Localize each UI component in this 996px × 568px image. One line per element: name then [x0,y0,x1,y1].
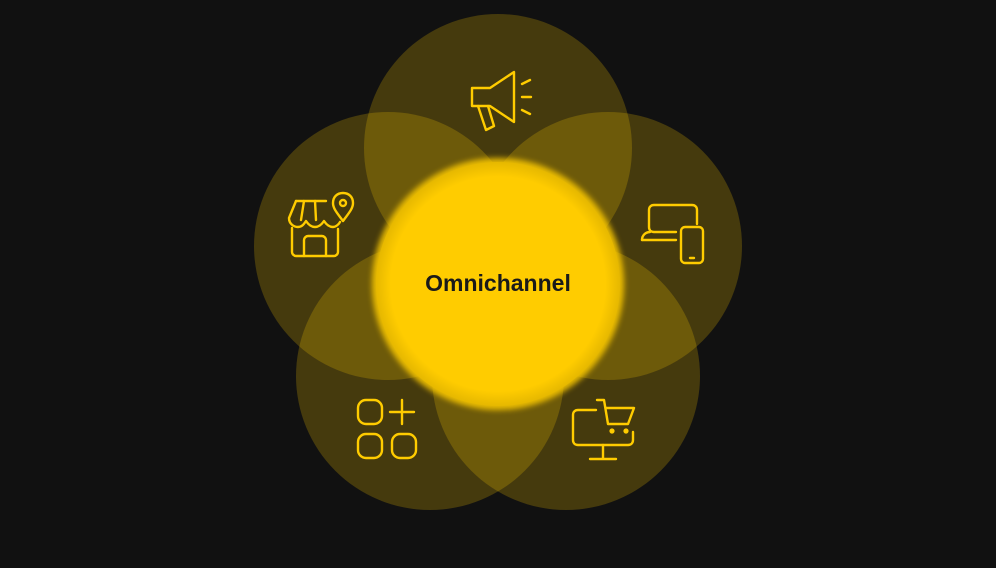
center-label: Omnichannel [425,270,571,296]
megaphone-icon [470,70,533,132]
laptop-phone-icon [640,203,705,265]
center-circle [376,162,620,406]
store-location-icon [287,191,355,258]
apps-grid-icon [356,398,418,460]
center-node: Omnichannel [372,158,624,410]
monitor-cart-icon [571,398,636,461]
